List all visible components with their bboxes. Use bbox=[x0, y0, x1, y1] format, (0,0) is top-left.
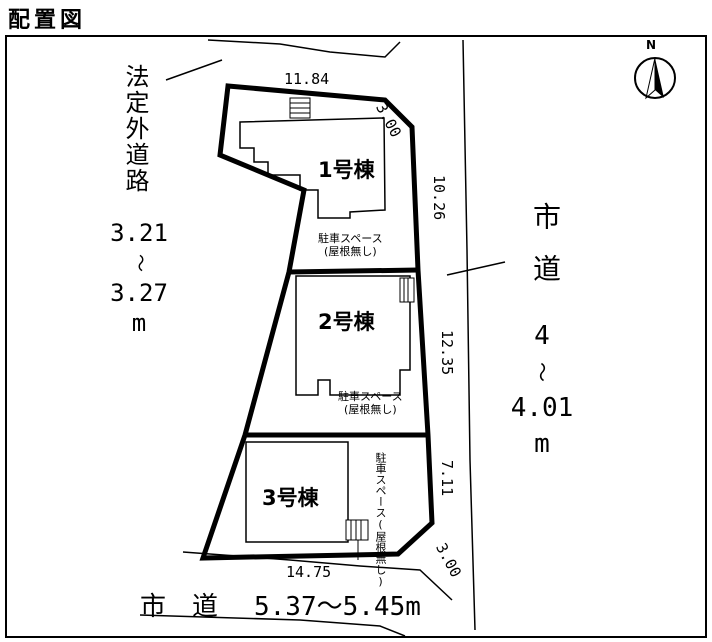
right-road-width-to: 4.01 bbox=[510, 393, 574, 423]
north-label: N bbox=[646, 38, 657, 52]
parking-label-1: 駐車スペース (屋根無し) bbox=[318, 232, 383, 258]
right-road-width-sep: ～ bbox=[530, 362, 554, 382]
bottom-road-far-edge bbox=[139, 614, 406, 637]
parking-label-2-text: 駐車スペース bbox=[338, 390, 403, 403]
right-road-edge bbox=[462, 39, 476, 631]
parking-label-2: 駐車スペース (屋根無し) bbox=[338, 390, 403, 416]
right-road-name: 市道 bbox=[529, 202, 562, 306]
building-1-label: 1号棟 bbox=[318, 158, 375, 182]
dim-right-upper: 10.26 bbox=[430, 175, 448, 221]
parking-label-1-note: (屋根無し) bbox=[324, 245, 377, 258]
parking-label-2-note: (屋根無し) bbox=[344, 403, 397, 416]
dim-right-middle: 12.35 bbox=[438, 330, 456, 376]
left-road-width-unit: m bbox=[131, 309, 147, 337]
left-road-width-to: 3.27 bbox=[110, 279, 168, 307]
building-3-stairs bbox=[345, 519, 369, 560]
building-2-stairs bbox=[399, 277, 415, 303]
parking-label-3: 駐車スペース (屋根無し) bbox=[374, 452, 387, 588]
building-1-stairs bbox=[289, 97, 311, 119]
dim-bottom: 14.75 bbox=[286, 563, 332, 581]
bottom-road-width: 5.37～5.45m bbox=[254, 592, 421, 622]
lot-divider-1 bbox=[288, 267, 419, 275]
right-road-width-unit: m bbox=[534, 429, 550, 459]
parking-label-1-text: 駐車スペース bbox=[318, 232, 383, 245]
right-road-width-from: 4 bbox=[534, 321, 550, 351]
north-arrow bbox=[634, 57, 676, 100]
dim-top: 11.84 bbox=[284, 70, 330, 88]
building-3-label: 3号棟 bbox=[262, 486, 319, 510]
bottom-road-name: 市 道 bbox=[140, 592, 219, 622]
page-title: 配置図 bbox=[8, 7, 87, 33]
building-2-footprint bbox=[295, 275, 411, 396]
left-road-name: 法定外道路 bbox=[121, 64, 149, 194]
left-road-leader bbox=[165, 59, 223, 81]
right-road-width: 4 ～ 4.01 m bbox=[500, 318, 584, 462]
dim-right-lower: 7.11 bbox=[438, 460, 456, 497]
building-1-footprint bbox=[239, 117, 386, 219]
building-2-label: 2号棟 bbox=[318, 310, 375, 334]
frame-border bbox=[5, 35, 707, 638]
top-road-edge bbox=[207, 39, 401, 58]
parking-label-3-text: 駐車スペース bbox=[374, 452, 387, 518]
left-road-width: 3.21 ～ 3.27 m bbox=[100, 218, 178, 338]
right-road-leader bbox=[446, 261, 506, 276]
left-road-width-sep: ～ bbox=[129, 254, 150, 272]
parking-label-3-note: (屋根無し) bbox=[374, 518, 387, 588]
building-3-footprint bbox=[245, 441, 349, 543]
left-road-width-from: 3.21 bbox=[110, 219, 168, 247]
